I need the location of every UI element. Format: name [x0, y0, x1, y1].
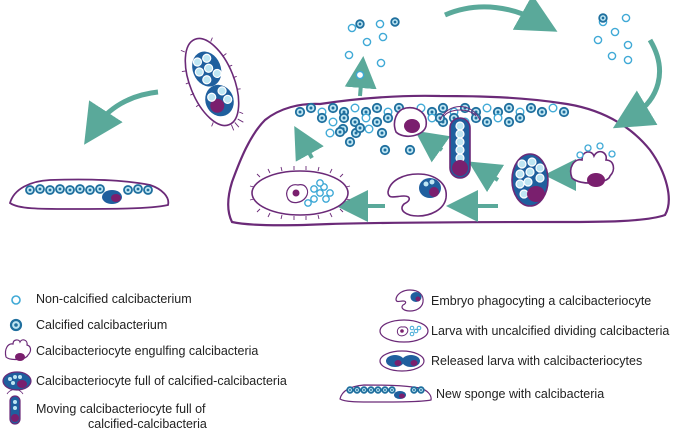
legend-label-new-sponge: New sponge with calcibacteria: [436, 387, 605, 401]
arrow-larva-out: [294, 126, 324, 162]
legend-label-calcified: Calcified calcibacterium: [36, 318, 168, 332]
legend-icon-new-sponge: [339, 384, 432, 403]
arrow-full-to-moving: [468, 161, 505, 193]
moving-calcibacteriocyte: [439, 106, 481, 179]
legend-icon-released-larva: [379, 350, 425, 372]
legend-icon-calcified: [9, 318, 23, 332]
released-larva-top: [180, 37, 244, 131]
noncalcified-calcibacterium: [378, 32, 388, 42]
noncalcified-calcibacterium: [310, 185, 318, 193]
full-calcibacteriocyte: [511, 153, 549, 207]
noncalcified-calcibacterium: [548, 103, 558, 113]
noncalcified-calcibacterium: [623, 40, 633, 50]
arrow-water-to-sponge: [612, 38, 663, 129]
new-sponge: [8, 178, 170, 210]
noncalcified-calcibacterium: [316, 189, 324, 197]
noncalcified-calcibacterium: [364, 124, 374, 134]
embryo-phagocyting-calcibacteriocyte: [387, 173, 447, 217]
noncalcified-calcibacterium: [482, 103, 492, 113]
engulfing-calcibacteriocyte-center: [393, 106, 428, 138]
noncalcified-calcibacterium: [607, 51, 617, 61]
legend-icon-engulfing: [4, 339, 32, 361]
arrow-moving-up: [414, 130, 451, 163]
noncalcified-calcibacterium: [493, 113, 503, 123]
noncalcified-calcibacterium: [328, 117, 338, 127]
legend-label-full: Calcibacteriocyte full of calcified-calc…: [36, 374, 287, 388]
larva-uncalcified-in-sponge: [249, 166, 351, 220]
noncalcified-calcibacterium: [316, 179, 324, 187]
legend-label-moving-line2: calcified-calcibacteria: [88, 417, 207, 431]
legend-icon-noncalcified: [11, 295, 21, 305]
noncalcified-calcibacterium: [325, 128, 335, 138]
legend-icon-embryo: [395, 289, 424, 312]
engulfing-calcibacteriocyte: [569, 142, 616, 187]
legend-icon-moving: [6, 389, 24, 425]
noncalcified-calcibacterium: [344, 50, 354, 60]
noncalcified-calcibacterium: [322, 195, 330, 203]
noncalcified-calcibacterium: [304, 199, 312, 207]
noncalcified-calcibacterium: [621, 13, 631, 23]
noncalcified-calcibacterium: [355, 70, 365, 80]
noncalcified-calcibacterium: [593, 35, 603, 45]
legend-icon-full: [2, 371, 32, 391]
noncalcified-calcibacterium: [375, 19, 385, 29]
noncalcified-calcibacterium: [326, 189, 334, 197]
noncalcified-calcibacterium: [310, 195, 318, 203]
arrow-larva-to-new-sponge: [84, 89, 159, 145]
arrow-release-to-water: [444, 0, 558, 32]
noncalcified-calcibacterium: [350, 103, 360, 113]
legend-label-engulfing: Calcibacteriocyte engulfing calcibacteri…: [36, 344, 259, 358]
legend-label-noncalcified: Non-calcified calcibacterium: [36, 292, 192, 306]
noncalcified-calcibacterium: [362, 37, 372, 47]
noncalcified-calcibacterium: [347, 23, 357, 33]
noncalcified-calcibacterium: [427, 113, 437, 123]
legend-label-embryo: Embryo phagocyting a calcibacteriocyte: [431, 294, 652, 308]
legend-icon-larva: [379, 319, 429, 343]
noncalcified-calcibacterium: [361, 113, 371, 123]
legend-label-moving-line1: Moving calcibacteriocyte full of: [36, 402, 206, 416]
noncalcified-calcibacterium: [376, 58, 386, 68]
noncalcified-calcibacterium: [610, 27, 620, 37]
legend-label-larva: Larva with uncalcified dividing calcibac…: [431, 324, 670, 338]
noncalcified-calcibacterium: [623, 55, 633, 65]
legend-label-released-larva: Released larva with calcibacteriocytes: [431, 354, 643, 368]
